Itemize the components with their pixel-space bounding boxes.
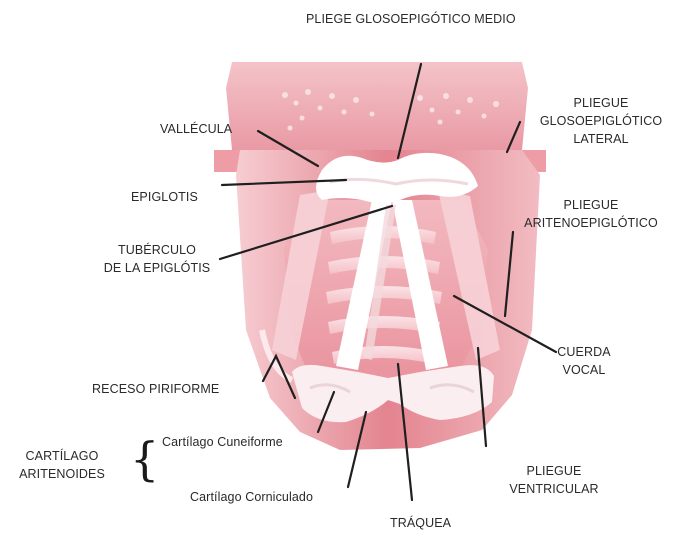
label-line: DE LA EPIGLÓTIS	[92, 259, 222, 277]
label-line: VOCAL	[544, 361, 624, 379]
label-line: ARITENOIDES	[12, 465, 112, 483]
label-line: LATERAL	[536, 130, 666, 148]
curly-brace-icon: {	[130, 436, 159, 482]
label-line: VENTRICULAR	[494, 480, 614, 498]
label-pliegue-glosoepiglotico-lateral: PLIEGUE GLOSOEPIGLÓTICO LATERAL	[536, 94, 666, 148]
label-line: PLIEGUE	[536, 94, 666, 112]
label-cartilago-cuneiforme: Cartílago Cuneiforme	[162, 433, 283, 451]
label-epiglotis: EPIGLOTIS	[131, 188, 198, 206]
label-cuerda-vocal: CUERDA VOCAL	[544, 343, 624, 379]
label-cartilago-aritenoides: CARTÍLAGO ARITENOIDES	[12, 447, 112, 483]
label-line: CUERDA	[544, 343, 624, 361]
label-traquea: TRÁQUEA	[390, 514, 451, 532]
label-line: ARITENOEPIGLÓTICO	[516, 214, 666, 232]
tongue-base	[226, 62, 528, 150]
label-line: TUBÉRCULO	[92, 241, 222, 259]
label-cartilago-corniculado: Cartílago Corniculado	[190, 488, 313, 506]
label-line: PLIEGUE	[516, 196, 666, 214]
label-pliegue-aritenoepiglotico: PLIEGUE ARITENOEPIGLÓTICO	[516, 196, 666, 232]
epiglottis	[316, 153, 478, 203]
label-pliegue-glosoepiglotico-medio: PLIEGE GLOSOEPIGÓTICO MEDIO	[306, 10, 516, 28]
label-pliegue-ventricular: PLIEGUE VENTRICULAR	[494, 462, 614, 498]
label-line: CARTÍLAGO	[12, 447, 112, 465]
label-line: GLOSOEPIGLÓTICO	[536, 112, 666, 130]
label-vallecula: VALLÉCULA	[160, 120, 232, 138]
label-receso-piriforme: RECESO PIRIFORME	[92, 380, 219, 398]
label-line: PLIEGUE	[494, 462, 614, 480]
label-tuberculo-epiglotis: TUBÉRCULO DE LA EPIGLÓTIS	[92, 241, 222, 277]
